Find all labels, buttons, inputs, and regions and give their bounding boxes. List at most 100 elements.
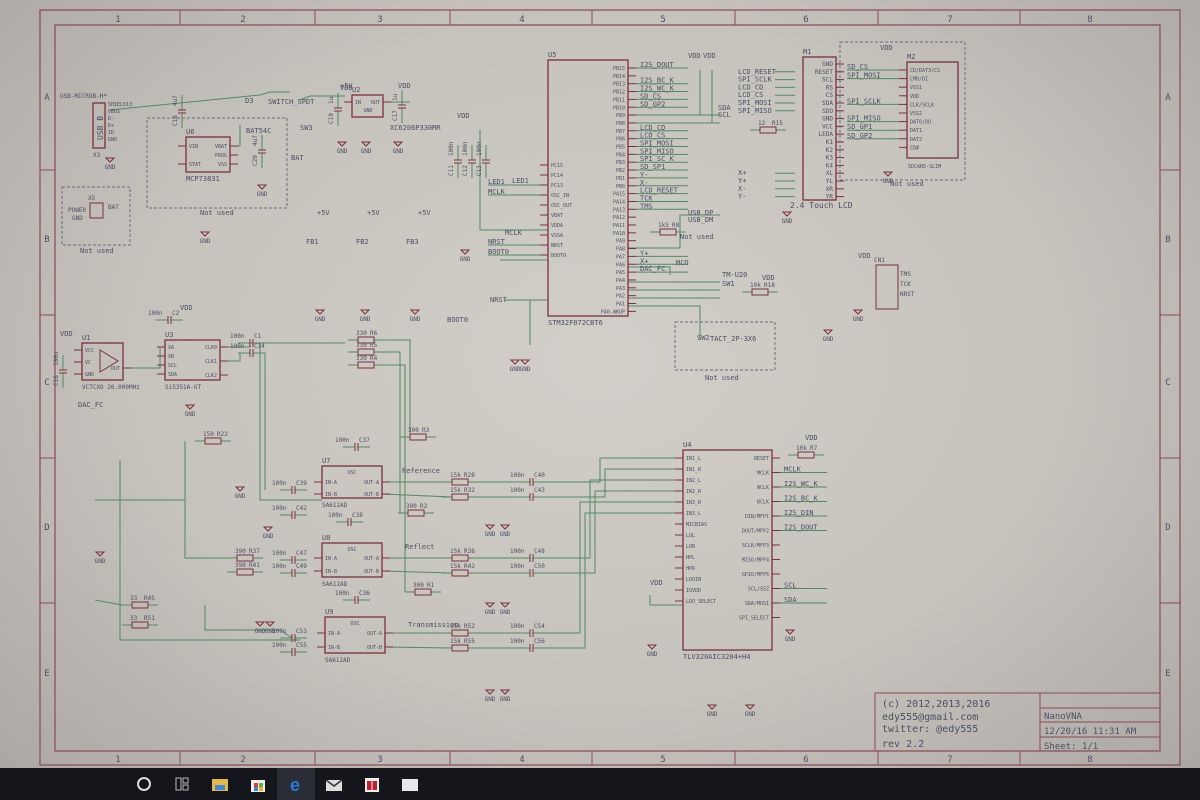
component-ref: R55 <box>464 638 475 645</box>
gnd-label: GND <box>782 218 793 225</box>
component-ref: R38 <box>464 548 475 555</box>
project-name: NanoVNA <box>1044 712 1083 722</box>
chip-pin-label: PB0 <box>616 184 625 190</box>
connector-pin-label: GND <box>108 137 117 143</box>
mail-button[interactable] <box>315 768 353 800</box>
chip-pin-label: IN-A <box>328 631 340 637</box>
row-label-left: A <box>44 93 50 103</box>
chip-pin-label: PC13 <box>551 183 563 189</box>
chip-pin-label: HPL <box>686 555 695 561</box>
file-explorer-button[interactable] <box>201 768 239 800</box>
chip-pin-label: GND <box>85 372 94 378</box>
chip-m1[interactable]: M1GNDRESETSCLRSCSSDASDOGNDVCCLEDAK1K2K3K… <box>802 48 844 201</box>
store-button[interactable] <box>239 768 277 800</box>
edge-button[interactable]: e <box>277 768 315 800</box>
net-label: LED1 <box>512 177 529 185</box>
gnd-label: GND <box>235 493 246 500</box>
app2-button[interactable] <box>391 768 429 800</box>
chip-pin-label: VSSA <box>551 233 563 239</box>
chip-u5[interactable]: U5STM32F072CBT6PC15PC14PC13LED1OSC_INMCL… <box>488 51 679 327</box>
chip-m2[interactable]: M2CD/DAT3/CSSD_CSCMD/DISPI_MOSIVSS1VDDCL… <box>847 53 959 159</box>
task-view-button[interactable] <box>163 768 201 800</box>
chip-pin-label: IN1_L <box>686 456 701 462</box>
component-ref: C48 <box>534 548 545 555</box>
chip-pin-label: LOR <box>686 544 696 550</box>
chip-pin-label: OUT <box>371 100 380 106</box>
net-label: USB_DM <box>688 216 713 224</box>
column-label-top: 4 <box>519 15 524 25</box>
chip-u4[interactable]: U4TLV320AIC3204+H4IN1_LIN1_RIN2_LIN2_RIN… <box>675 441 819 661</box>
component-value: 33 <box>130 615 138 622</box>
gnd-label: GND <box>485 531 496 538</box>
chip-pin-label: OUT-B <box>364 492 379 498</box>
row-label-left: C <box>44 378 49 388</box>
search-button[interactable] <box>125 768 163 800</box>
connector-pin-label: NRST <box>900 291 915 298</box>
usb-connector-x3[interactable]: USB-MICROB-H*USB BSHIELD13VBUSD-D+IDGNDX… <box>60 93 132 159</box>
component-value: 150 <box>203 431 214 438</box>
chip-pin-label: RESET <box>815 69 833 76</box>
wire <box>545 457 683 483</box>
app-button[interactable] <box>353 768 391 800</box>
chip-pin-label: PA12 <box>613 215 625 221</box>
chip-pin-label: CMD/DI <box>910 77 928 83</box>
chip-pin-label: OUT-A <box>367 631 382 637</box>
